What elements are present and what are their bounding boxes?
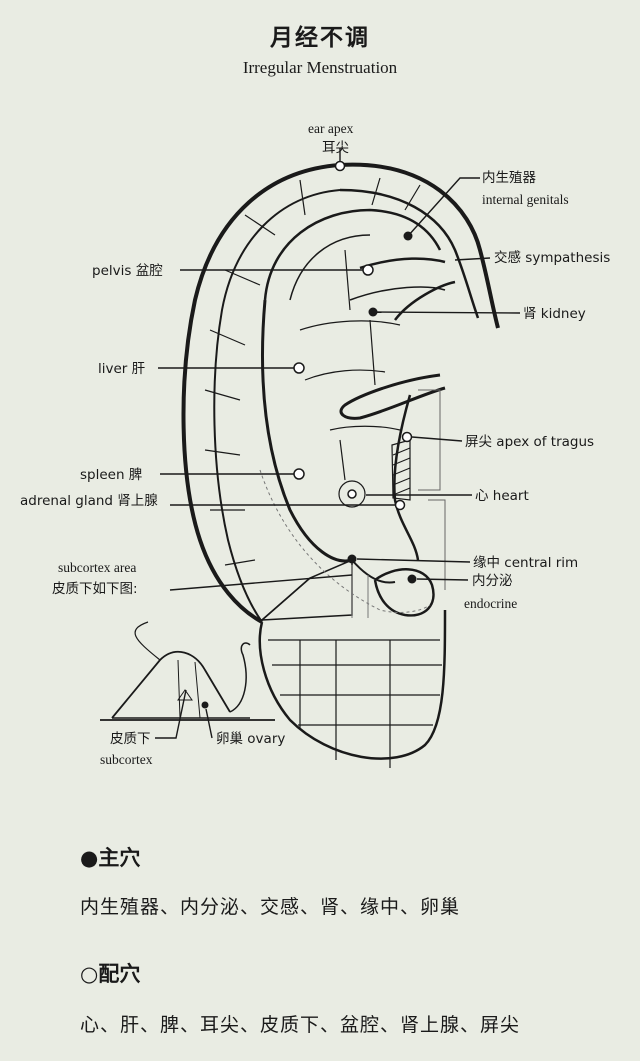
adrenal-gland-point (394, 499, 406, 511)
main-points-list: 内生殖器、内分泌、交感、肾、缘中、卵巢 (80, 896, 461, 918)
ovary-label: 卵巢 ovary (216, 731, 285, 747)
liver-label: liver 肝 (98, 361, 145, 377)
adrenal-gland-label: adrenal gland 肾上腺 (20, 493, 158, 509)
page-title: 月经不调 (270, 24, 370, 51)
central-rim-point (347, 554, 357, 564)
ovary-point (201, 701, 209, 709)
heart-point (347, 489, 357, 499)
spleen-label: spleen 脾 (80, 467, 142, 483)
endocrine-point (407, 574, 417, 584)
internal-genitals-label-en: internal genitals (482, 192, 569, 207)
endocrine-label-en: endocrine (464, 596, 517, 611)
central-rim-label: 缘中 central rim (473, 555, 578, 571)
tragus (393, 394, 420, 561)
liver-point (293, 362, 305, 374)
subcortex-area-label-cn: 皮质下如下图: (52, 581, 138, 597)
spleen-point (293, 468, 305, 480)
pelvis-label: pelvis 盆腔 (92, 263, 163, 279)
page-subtitle: Irregular Menstruation (242, 58, 398, 77)
supporting-points-heading: ○配穴 (80, 962, 141, 986)
antihelix (263, 208, 442, 301)
supporting-points-list: 心、肝、脾、耳尖、皮质下、盆腔、肾上腺、屏尖 (80, 1014, 521, 1036)
lobe-grid (268, 639, 442, 768)
ear-apex-label-cn: 耳尖 (322, 140, 349, 156)
subcortex-inset (111, 650, 231, 719)
ear-lobe (258, 609, 447, 760)
sympathesis-label: 交感 sympathesis (494, 249, 610, 266)
antitragus (373, 568, 435, 617)
ear-acupoint-diagram: ear apex 耳尖 内生殖器 internal genitals 交感 sy… (20, 121, 610, 768)
pelvis-point (362, 264, 374, 276)
kidney-label: 肾 kidney (523, 306, 586, 322)
subcortex-area-label-en: subcortex area (58, 560, 136, 575)
apex-of-tragus-label: 屏尖 apex of tragus (465, 434, 594, 450)
acupoint-markers (201, 160, 417, 709)
ear-apex-point (334, 160, 346, 172)
internal-genitals-label-cn: 内生殖器 (482, 169, 536, 186)
heart-label: 心 heart (475, 488, 529, 504)
leader-lines (155, 148, 521, 739)
helix-crus (339, 373, 446, 420)
subcortex-label-cn: 皮质下 (110, 731, 151, 747)
ear-apex-label-en: ear apex (308, 121, 354, 136)
apex-of-tragus-point (401, 431, 413, 443)
subcortex-label-en: subcortex (100, 752, 153, 767)
endocrine-label-cn: 内分泌 (472, 573, 513, 589)
main-points-heading: ●主穴 (80, 846, 141, 870)
ear-outline (339, 162, 500, 329)
